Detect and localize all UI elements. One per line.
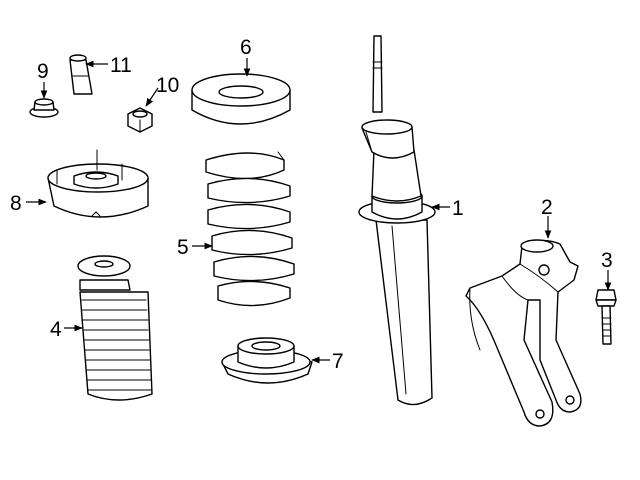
callout-3: 3	[601, 249, 613, 272]
callout-labels: 1 2 3 4 5 6 7 8 9 10 11	[10, 36, 613, 373]
part-2-knuckle	[465, 239, 582, 427]
part-4-dust-boot	[77, 255, 153, 401]
callout-5: 5	[177, 236, 189, 259]
part-1-strut	[358, 35, 436, 406]
part-7-lower-spring-seat	[221, 337, 313, 384]
callout-6: 6	[240, 36, 252, 59]
part-5-coil-spring	[205, 151, 295, 307]
part-8-strut-mount	[47, 149, 149, 218]
part-11-cap	[69, 54, 93, 95]
callout-7: 7	[332, 350, 344, 373]
part-10-hex-nut	[127, 107, 153, 133]
callout-1: 1	[452, 197, 464, 220]
callout-11: 11	[110, 54, 132, 77]
callout-10: 10	[156, 74, 179, 97]
part-9-flange-nut	[29, 98, 59, 118]
callout-4: 4	[50, 318, 62, 341]
callout-2: 2	[541, 196, 553, 219]
callout-8: 8	[10, 192, 22, 215]
part-3-bolt	[595, 289, 617, 345]
callout-9: 9	[37, 60, 49, 83]
leader-lines	[26, 58, 612, 364]
part-6-upper-spring-seat	[191, 73, 291, 125]
